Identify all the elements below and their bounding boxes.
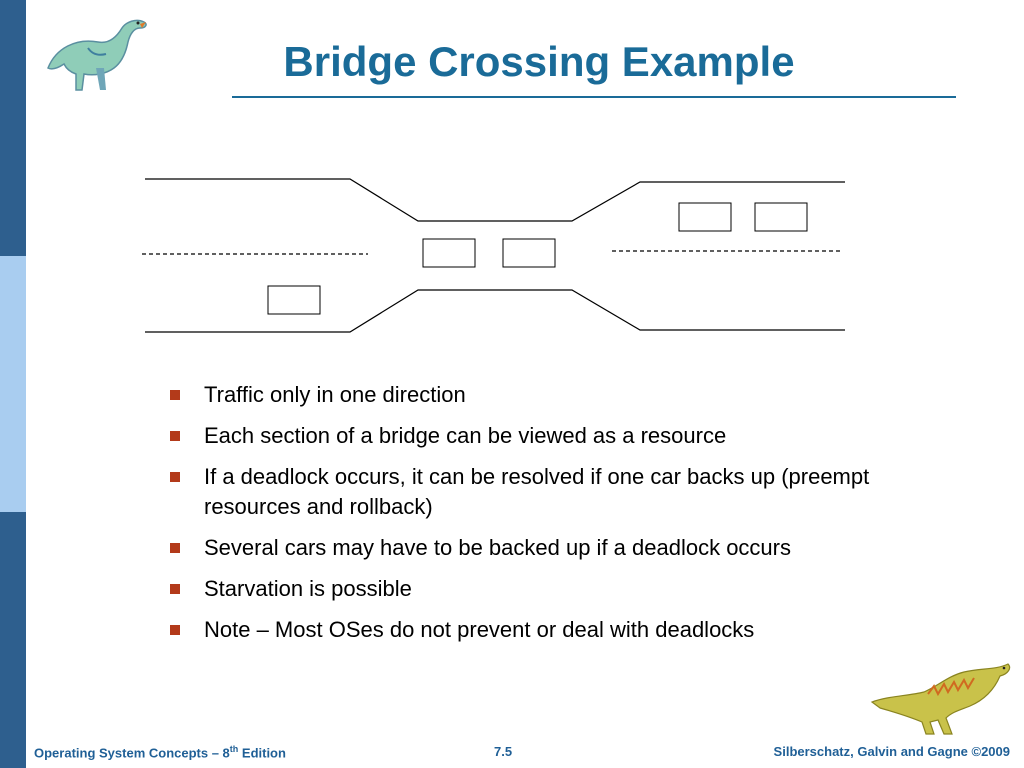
slide-title: Bridge Crossing Example <box>283 38 795 85</box>
bullet-text: Traffic only in one direction <box>204 382 466 407</box>
car-bridge-1 <box>422 238 476 268</box>
square-bullet-icon <box>170 543 180 553</box>
bullet-text: Each section of a bridge can be viewed a… <box>204 423 727 448</box>
bullet-list: Traffic only in one direction Each secti… <box>164 380 944 656</box>
footer-page-number: 7.5 <box>494 744 513 759</box>
bullet-item: Each section of a bridge can be viewed a… <box>164 421 944 451</box>
bullet-item: Note – Most OSes do not prevent or deal … <box>164 615 944 645</box>
square-bullet-icon <box>170 584 180 594</box>
car-east-1 <box>678 202 732 232</box>
car-east-2 <box>754 202 808 232</box>
square-bullet-icon <box>170 431 180 441</box>
road-lower-left <box>145 289 845 333</box>
sidebar-dark-bottom <box>0 512 26 768</box>
square-bullet-icon <box>170 390 180 400</box>
sidebar-light-middle <box>0 256 26 512</box>
bullet-item: Starvation is possible <box>164 574 944 604</box>
footer-book-title: Operating System Concepts – 8th Edition <box>34 744 286 761</box>
bullet-text: Note – Most OSes do not prevent or deal … <box>204 617 755 642</box>
square-bullet-icon <box>170 625 180 635</box>
bullet-text: If a deadlock occurs, it can be resolved… <box>204 464 870 519</box>
title-underline <box>232 96 956 98</box>
car-bridge-2 <box>502 238 556 268</box>
car-west-1 <box>267 285 321 315</box>
bridge-diagram <box>142 178 845 333</box>
square-bullet-icon <box>170 472 180 482</box>
road-upper-left <box>145 178 845 222</box>
footer-copyright: Silberschatz, Galvin and Gagne ©2009 <box>773 744 1010 759</box>
sidebar-dark-top <box>0 0 26 256</box>
bullet-item: Traffic only in one direction <box>164 380 944 410</box>
dinosaur-footer-icon <box>870 663 1011 735</box>
bullet-text: Several cars may have to be backed up if… <box>204 535 791 560</box>
dinosaur-logo-icon <box>47 19 147 91</box>
bullet-item: If a deadlock occurs, it can be resolved… <box>164 462 944 522</box>
bullet-text: Starvation is possible <box>204 576 412 601</box>
bullet-item: Several cars may have to be backed up if… <box>164 533 944 563</box>
